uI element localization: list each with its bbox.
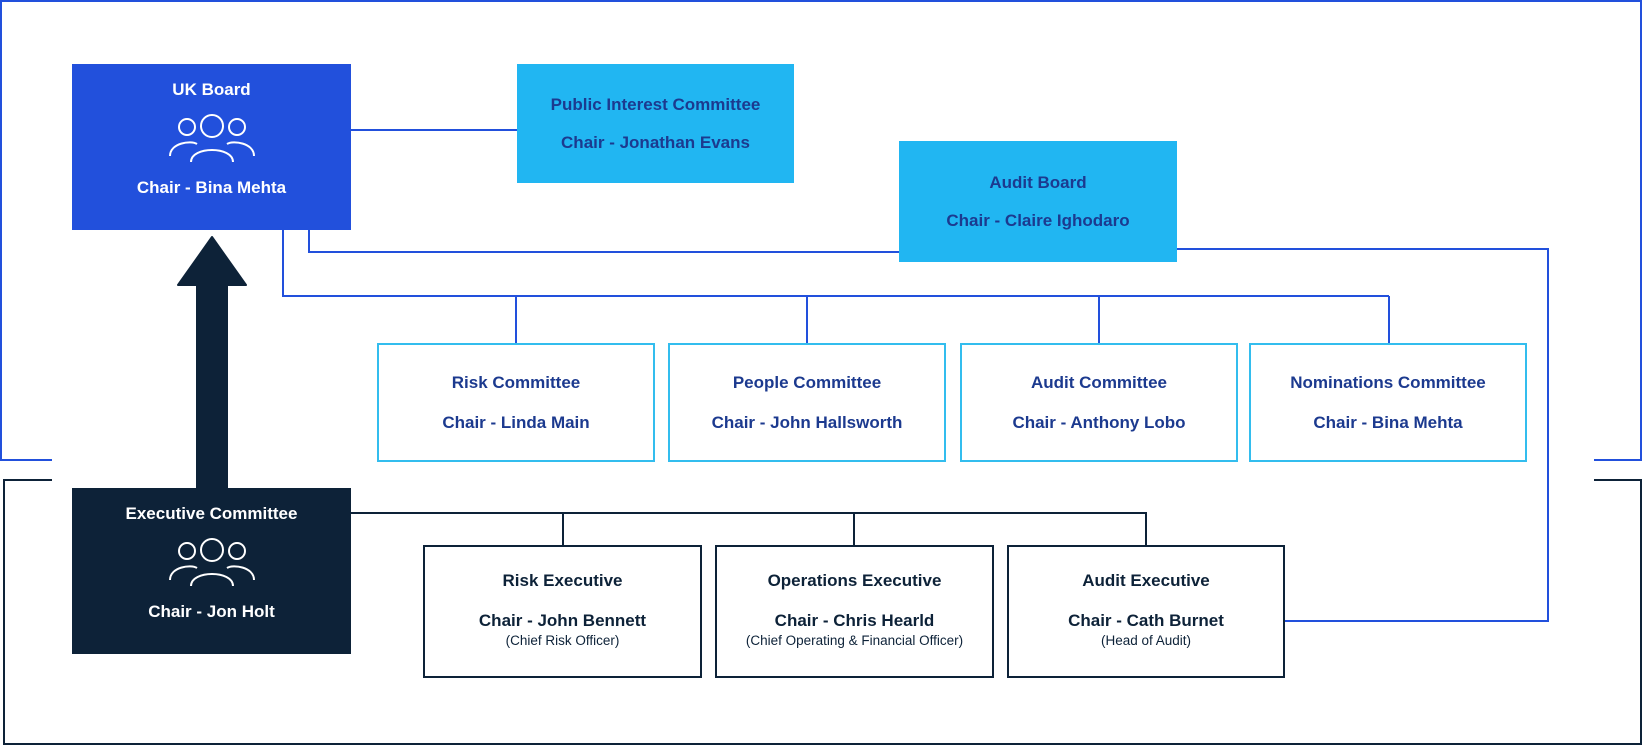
uk-board-box: UK Board Chair - Bina Mehta (72, 64, 351, 230)
board-frame (0, 0, 1642, 461)
executive-committee-title: Executive Committee (125, 504, 298, 523)
upward-arrow-icon (177, 236, 247, 488)
executive-committee-chair: Chair - Jon Holt (148, 602, 275, 621)
committee-title: Audit Committee (1031, 372, 1167, 392)
committee-chair: Chair - Linda Main (442, 412, 590, 432)
board-to-audit-board-line (308, 230, 899, 253)
executive-frame (3, 479, 1642, 745)
executive-committee-box: Executive Committee Chair - Jon Holt (72, 488, 351, 654)
public-interest-committee-title: Public Interest Committee (550, 94, 761, 114)
board-to-committees-line (282, 230, 1389, 297)
uk-board-title: UK Board (172, 80, 251, 99)
audit-committee-box: Audit Committee Chair - Anthony Lobo (960, 343, 1238, 462)
executive-chair: Chair - Cath Burnet (1068, 611, 1224, 630)
audit-board-chair: Chair - Claire Ighodaro (946, 210, 1130, 230)
public-interest-committee-chair: Chair - Jonathan Evans (561, 132, 750, 152)
audit-executive-box: Audit Executive Chair - Cath Burnet (Hea… (1007, 545, 1285, 678)
executive-title: Risk Executive (502, 571, 623, 590)
committee-chair: Chair - Bina Mehta (1313, 412, 1463, 432)
nominations-committee-box: Nominations Committee Chair - Bina Mehta (1249, 343, 1527, 462)
uk-board-chair: Chair - Bina Mehta (136, 178, 287, 197)
risk-committee-box: Risk Committee Chair - Linda Main (377, 343, 655, 462)
executive-title: Operations Executive (767, 571, 942, 590)
committee-chair: Chair - John Hallsworth (711, 412, 903, 432)
people-group-icon (168, 114, 255, 163)
committee-chair: Chair - Anthony Lobo (1012, 412, 1186, 432)
committee-title: Nominations Committee (1290, 372, 1486, 392)
exec-to-executives-line (351, 512, 1147, 545)
committee-title: Risk Committee (451, 372, 581, 392)
executive-role: (Chief Operating & Financial Officer) (745, 633, 964, 648)
people-committee-box: People Committee Chair - John Hallsworth (668, 343, 946, 462)
executive-role: (Chief Risk Officer) (505, 633, 620, 648)
audit-board-box: Audit Board Chair - Claire Ighodaro (899, 141, 1177, 262)
audit-board-title: Audit Board (989, 172, 1087, 192)
executive-title: Audit Executive (1082, 571, 1210, 590)
executive-role: (Head of Audit) (1100, 633, 1192, 648)
audit-board-to-audit-executive-line (1177, 248, 1549, 622)
executive-chair: Chair - John Bennett (478, 611, 647, 630)
public-interest-committee-box: Public Interest Committee Chair - Jonath… (517, 64, 794, 183)
committee-title: People Committee (732, 372, 882, 392)
people-group-icon (168, 538, 255, 587)
risk-executive-box: Risk Executive Chair - John Bennett (Chi… (423, 545, 702, 678)
executive-chair: Chair - Chris Hearld (774, 611, 935, 630)
operations-executive-box: Operations Executive Chair - Chris Hearl… (715, 545, 994, 678)
